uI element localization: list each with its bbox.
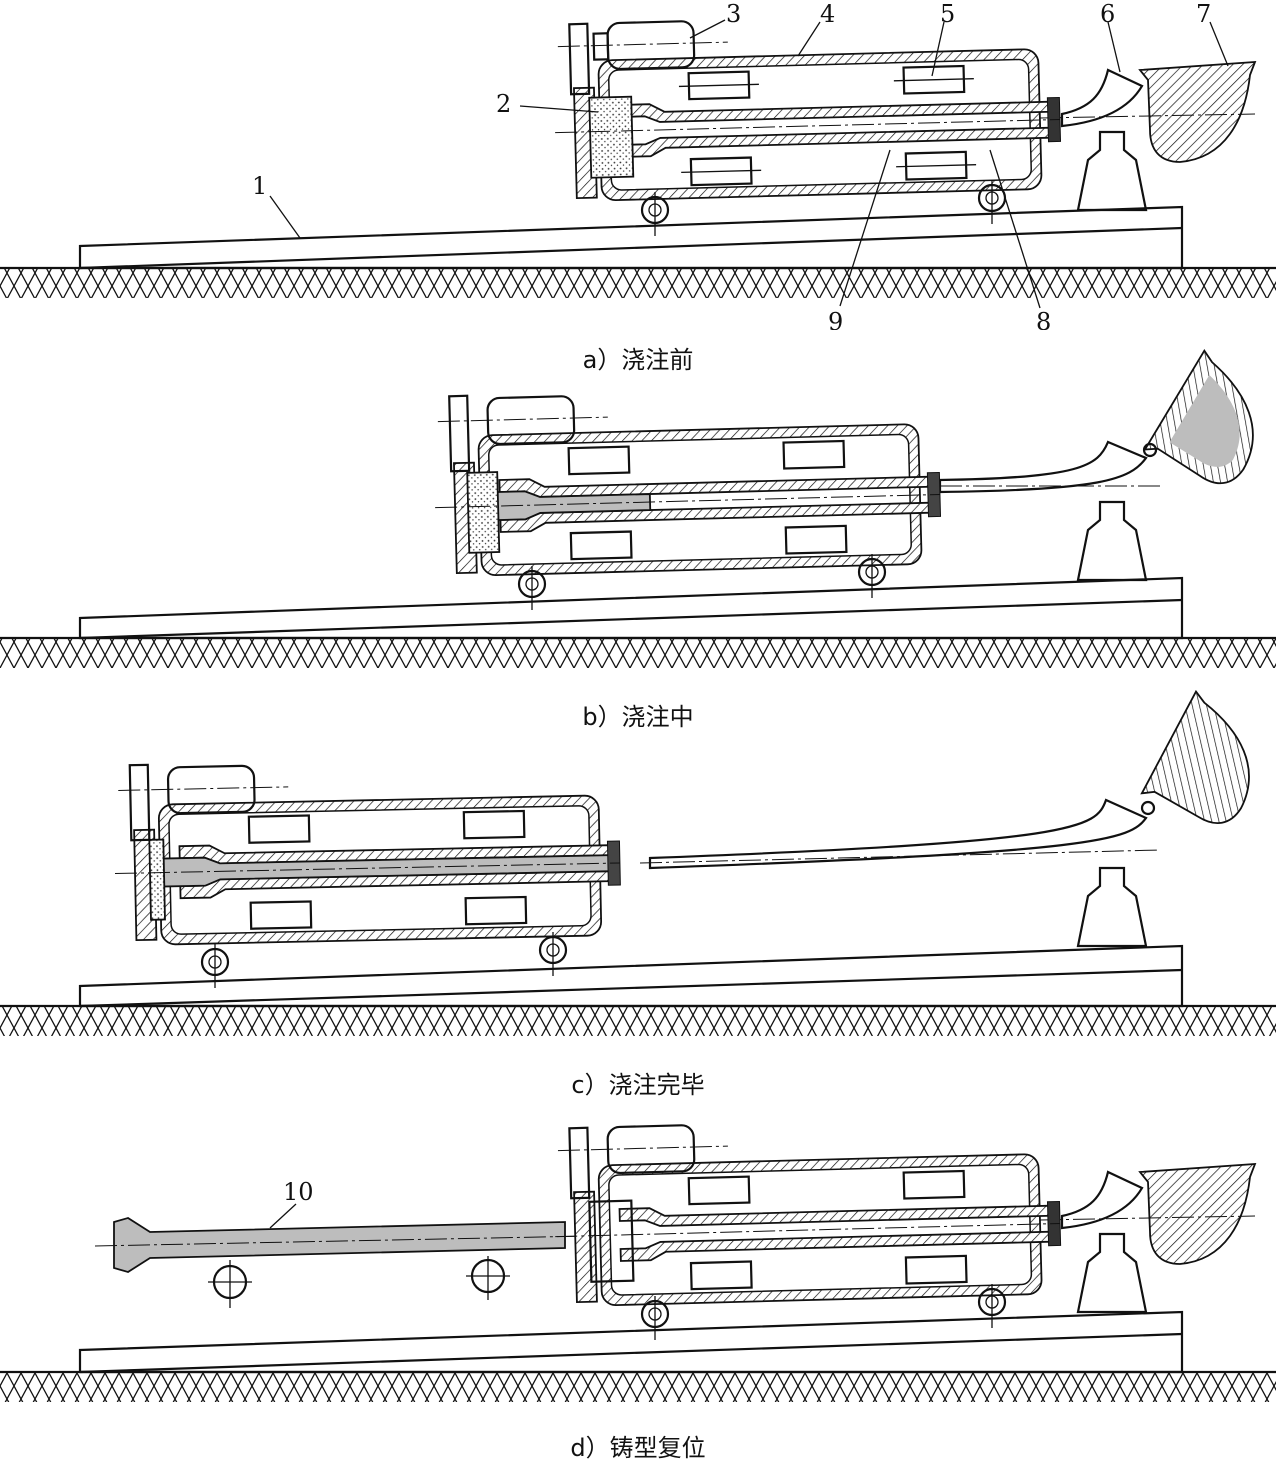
callout-4: 4 xyxy=(820,0,835,28)
panel-c-diagram xyxy=(0,690,1276,1036)
callout-2: 2 xyxy=(496,90,511,118)
ground-hatch xyxy=(0,268,1276,298)
caption-a: a）浇注前 xyxy=(582,346,694,374)
panel-b-diagram xyxy=(0,349,1276,668)
caption-b: b）浇注中 xyxy=(582,703,694,731)
pouring-spout xyxy=(1060,68,1144,128)
panel-d-diagram: 10 xyxy=(0,1124,1276,1402)
callout-1: 1 xyxy=(252,172,267,200)
callout-3: 3 xyxy=(726,0,741,28)
callout-6: 6 xyxy=(1100,0,1115,28)
callout-9: 9 xyxy=(828,308,843,330)
cast-pipe xyxy=(113,1217,566,1273)
ladle xyxy=(1138,61,1257,163)
caption-d: d）铸型复位 xyxy=(570,1434,706,1462)
panel-a-diagram: 1 2 3 4 5 6 7 9 8 xyxy=(0,0,1276,330)
inclined-base xyxy=(78,205,1184,270)
caption-c: c）浇注完毕 xyxy=(571,1071,705,1099)
callout-7: 7 xyxy=(1196,0,1211,28)
callout-5: 5 xyxy=(940,0,955,28)
sand-core xyxy=(588,95,635,179)
callout-10: 10 xyxy=(283,1178,314,1206)
ladle-pedestal xyxy=(1076,130,1148,212)
callout-8: 8 xyxy=(1036,308,1051,330)
